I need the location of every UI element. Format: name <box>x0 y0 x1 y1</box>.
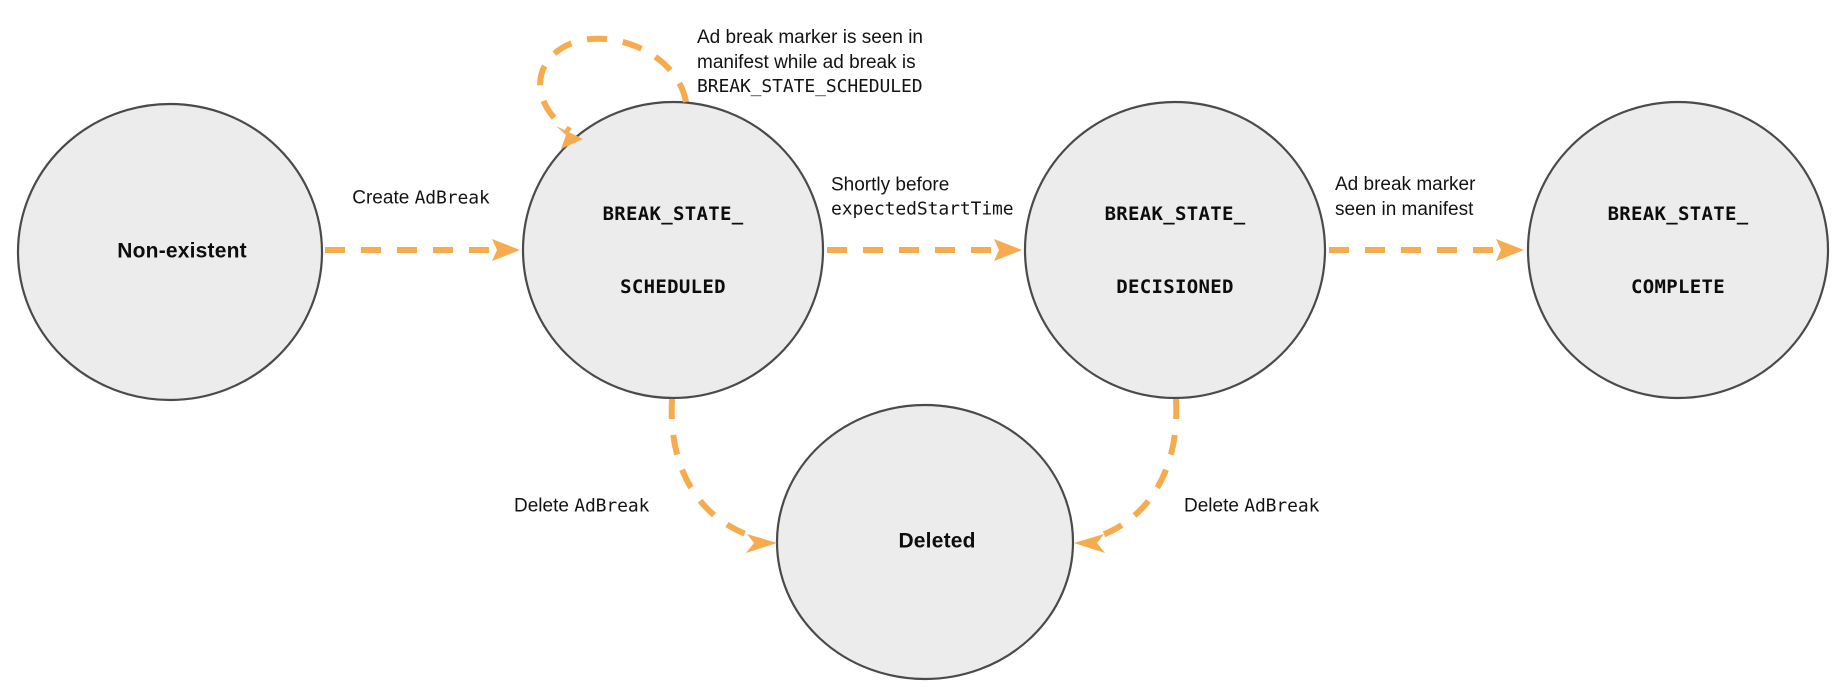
arrowhead-marker-seen-in-manifest <box>1496 239 1524 261</box>
arrowhead-delete-from-decisioned <box>1074 534 1105 553</box>
edge-delete-from-decisioned <box>1074 398 1180 553</box>
edge-selfloop-scheduled <box>537 35 689 149</box>
edge-delete-from-scheduled <box>668 398 777 553</box>
edge-marker-seen-in-manifest <box>1329 239 1524 261</box>
node-non-existent[interactable] <box>16 102 324 402</box>
node-deleted[interactable] <box>775 403 1075 681</box>
node-break-state-scheduled[interactable] <box>521 100 825 400</box>
arrowhead-delete-from-scheduled <box>746 534 777 553</box>
edge-shortly-before <box>827 239 1022 261</box>
edge-create-adbreak <box>325 239 520 261</box>
arrowhead-create-adbreak <box>492 239 520 261</box>
arrowhead-selfloop-scheduled <box>556 126 583 149</box>
arrowhead-shortly-before <box>994 239 1022 261</box>
node-break-state-complete[interactable] <box>1526 100 1830 400</box>
node-break-state-decisioned[interactable] <box>1023 100 1327 400</box>
